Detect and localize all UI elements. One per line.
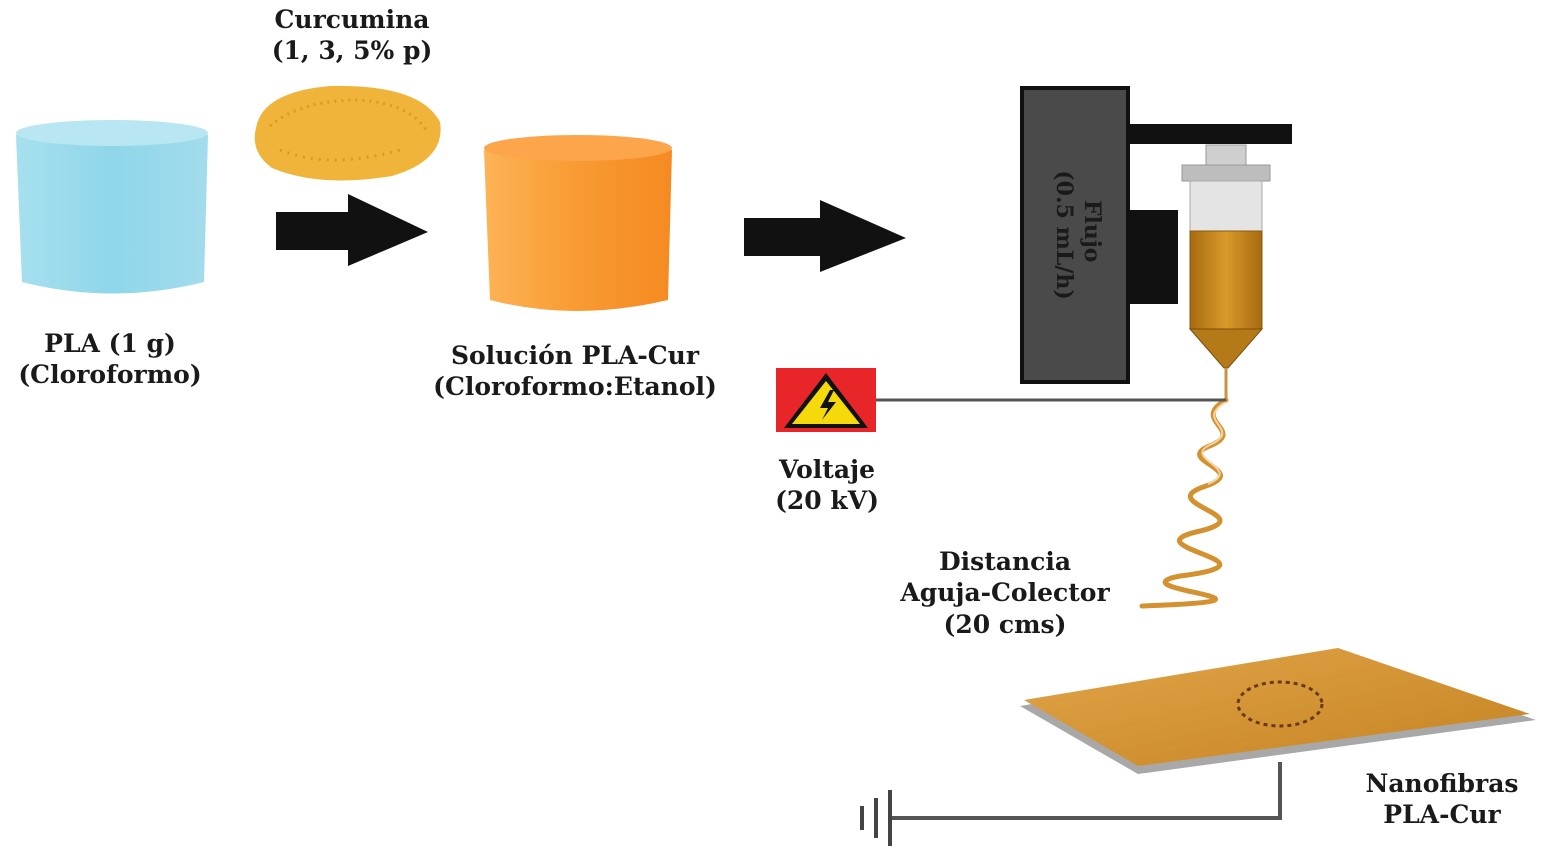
distance-label: Distancia Aguja-Colector (20 cms) [880, 546, 1130, 640]
high-voltage-icon [776, 368, 876, 432]
solution-beaker [484, 135, 672, 311]
voltage-value: (20 kV) [775, 486, 879, 516]
distance-value: (20 cms) [943, 609, 1067, 639]
solution-label: Solución PLA-Cur (Cloroformo:Etanol) [410, 340, 740, 403]
solution-solvent: (Cloroformo:Etanol) [433, 372, 717, 402]
distance-subject: Aguja-Colector [900, 578, 1110, 608]
distance-name: Distancia [938, 547, 1072, 576]
fiber-jet-spiral [1139, 397, 1229, 609]
solution-name: Solución PLA-Cur [450, 341, 700, 370]
ground-icon [860, 762, 1282, 846]
curcumin-powder [254, 85, 441, 181]
voltage-label: Voltaje (20 kV) [752, 454, 902, 517]
collector-plate [1020, 648, 1536, 774]
pla-beaker [16, 120, 208, 294]
curcumin-concentration: (1, 3, 5% p) [271, 36, 433, 66]
curcumin-name: Curcumina [274, 5, 430, 34]
curcumin-label: Curcumina (1, 3, 5% p) [252, 4, 452, 67]
voltage-name: Voltaje [779, 455, 875, 484]
pla-label: PLA (1 g) (Cloroformo) [0, 328, 220, 391]
product-material: PLA-Cur [1383, 800, 1501, 830]
arrow-right-icon [276, 194, 428, 266]
product-name: Nanofibras [1365, 769, 1519, 798]
syringe-pump [1020, 86, 1292, 384]
pla-name: PLA (1 g) [44, 329, 176, 358]
arrow-right-icon [744, 200, 906, 272]
product-label: Nanofibras PLA-Cur [1352, 768, 1532, 831]
pump-label: Flujo (0.5 mL/h) [1051, 170, 1105, 300]
syringe [1181, 144, 1271, 400]
pla-solvent: (Cloroformo) [18, 360, 202, 390]
